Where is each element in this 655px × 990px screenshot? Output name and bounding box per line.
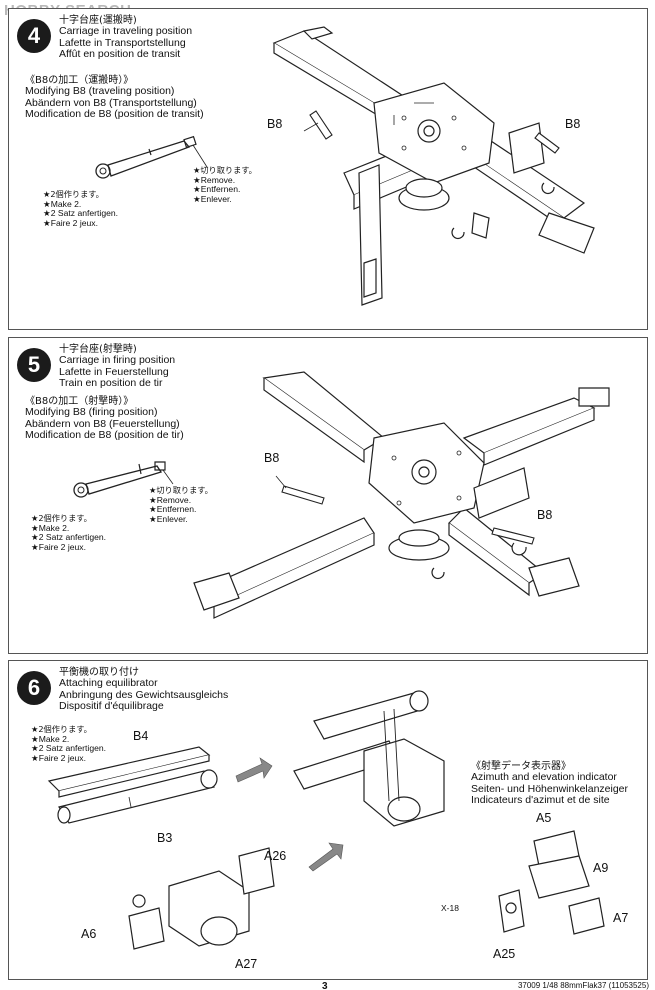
part-label-a27: A27 (235, 957, 258, 971)
part-label-b4: B4 (133, 729, 149, 743)
mod-jp: 《B8の加工（運搬時）》 (25, 75, 134, 86)
title-fr: Affût en position de transit (59, 48, 181, 61)
title-en: Carriage in traveling position (59, 25, 193, 38)
part-label-a9: A9 (593, 861, 609, 875)
indicator-assembly (479, 826, 629, 946)
assembly-arrow-icon (234, 756, 274, 786)
modification-text: 《B8の加工（運搬時）》 Modifying B8 (traveling pos… (25, 75, 204, 121)
indicator-titles: 《射撃データ表示器》 Azimuth and elevation indicat… (471, 761, 628, 807)
assembly-arrow-icon (307, 841, 347, 871)
indicator-en: Azimuth and elevation indicator (471, 771, 617, 784)
equilibrator-cylinders (39, 741, 229, 831)
indicator-fr: Indicateurs d'azimut et de site (471, 794, 610, 807)
step-4-panel: 4 十字台座(運搬時) Carriage in traveling positi… (8, 8, 648, 330)
a-parts-assembly (109, 846, 289, 961)
part-label-a7: A7 (613, 911, 629, 925)
part-label-a26: A26 (264, 849, 287, 863)
title-fr: Dispositif d'équilibrage (59, 700, 164, 713)
part-label-b8-right: B8 (565, 117, 581, 131)
part-label-b8-left: B8 (264, 451, 280, 465)
indicator-de: Seiten- und Höhenwinkelanzeiger (471, 782, 629, 795)
title-jp: 平衡機の取り付け (59, 667, 139, 678)
title-jp: 十字台座(運搬時) (59, 15, 137, 26)
step-number: 4 (17, 19, 51, 53)
step-number: 6 (17, 671, 51, 705)
part-label-a25: A25 (493, 947, 516, 961)
mod-fr: Modification de B8 (position de tir) (25, 429, 184, 442)
remove-note: ★切り取ります。 ★Remove. ★Entfernen. ★Enlever. (193, 165, 257, 204)
make-two-note: ★2個作ります。 ★Make 2. ★2 Satz anfertigen. ★F… (31, 513, 107, 552)
part-label-a5: A5 (536, 811, 552, 825)
mod-jp: 《B8の加工（射撃時）》 (25, 396, 134, 407)
part-label-x18: X-18 (441, 903, 459, 913)
title-de: Lafette in Feuerstellung (59, 365, 169, 378)
make-two-note: ★2個作ります。 ★Make 2. ★2 Satz anfertigen. ★F… (43, 189, 119, 228)
mod-fr: Modification de B8 (position de transit) (25, 108, 204, 121)
b8-part-sketch (89, 127, 209, 187)
part-label-a6: A6 (81, 927, 97, 941)
part-label-b8-right: B8 (537, 508, 553, 522)
modification-text: 《B8の加工（射撃時）》 Modifying B8 (firing positi… (25, 396, 184, 442)
title-de: Lafette in Transportstellung (59, 36, 186, 49)
remove-note: ★切り取ります。 ★Remove. ★Entfernen. ★Enlever. (149, 485, 213, 524)
title-jp: 十字台座(射撃時) (59, 344, 137, 355)
carriage-firing-drawing (184, 368, 624, 633)
page-number: 3 (322, 981, 328, 990)
carriage-traveling-drawing (264, 23, 609, 313)
mod-en: Modifying B8 (traveling position) (25, 85, 175, 98)
title-fr: Train en position de tir (59, 377, 163, 390)
step-titles: 十字台座(運搬時) Carriage in traveling position… (59, 15, 192, 61)
indicator-jp: 《射撃データ表示器》 (471, 761, 571, 772)
b8-part-sketch (69, 456, 179, 506)
step-titles: 十字台座(射撃時) Carriage in firing position La… (59, 344, 175, 390)
title-en: Attaching equilibrator (59, 677, 158, 690)
part-label-b3: B3 (157, 831, 173, 845)
title-de: Anbringung des Gewichtsausgleichs (59, 688, 229, 701)
mod-de: Abändern von B8 (Feuerstellung) (25, 417, 180, 430)
mod-en: Modifying B8 (firing position) (25, 406, 158, 419)
step-number: 5 (17, 348, 51, 382)
catalog-number: 37009 1/48 88mmFlak37 (11053525) (517, 981, 649, 990)
title-en: Carriage in firing position (59, 354, 176, 367)
step-5-panel: 5 十字台座(射撃時) Carriage in firing position … (8, 337, 648, 654)
step-6-panel: 6 平衡機の取り付け Attaching equilibrator Anbrin… (8, 660, 648, 980)
step-titles: 平衡機の取り付け Attaching equilibrator Anbringu… (59, 667, 228, 713)
part-label-b8-left: B8 (267, 117, 283, 131)
mod-de: Abändern von B8 (Transportstellung) (25, 96, 197, 109)
make-two-note: ★2個作ります。 ★Make 2. ★2 Satz anfertigen. ★F… (31, 724, 107, 763)
equilibrator-assembled (294, 681, 459, 851)
